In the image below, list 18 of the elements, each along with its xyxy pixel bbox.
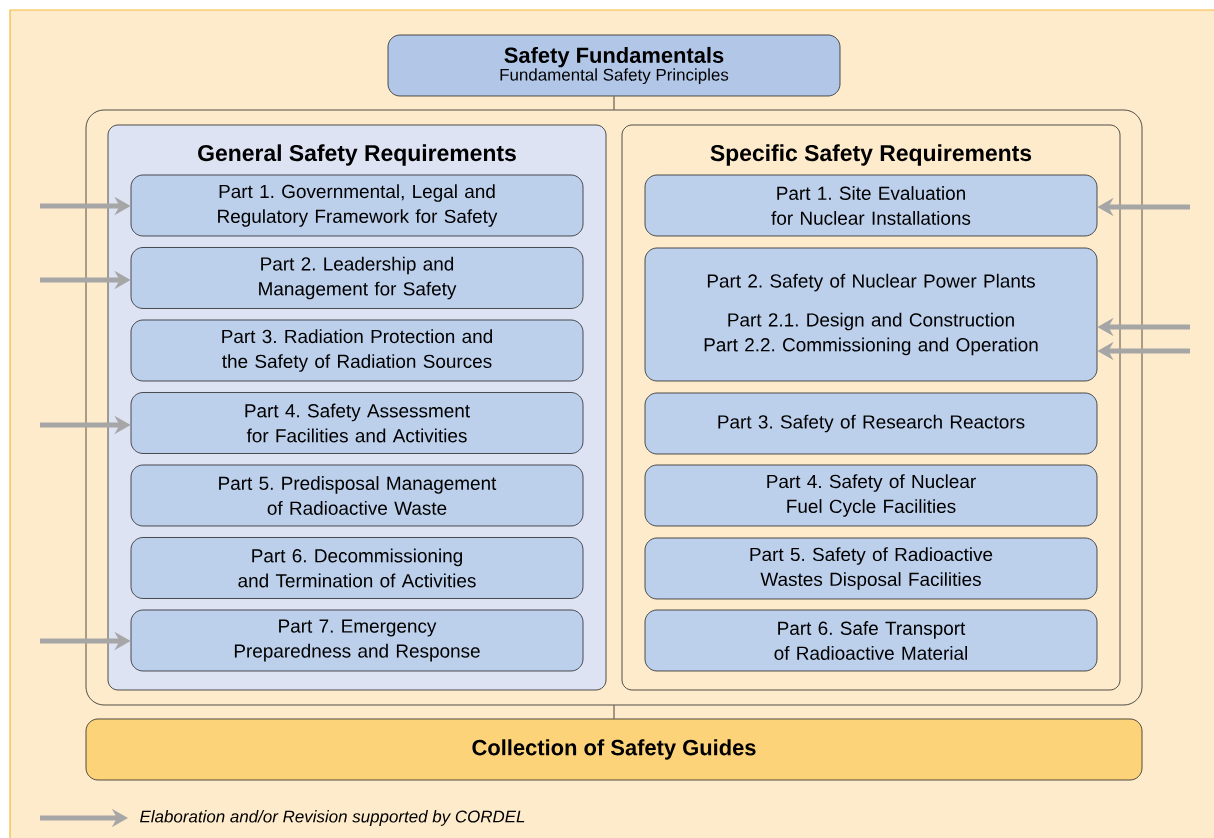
part-box: Part 5. Predisposal Management of Radioactive Waste (130, 464, 584, 527)
legend-text: Elaboration and/or Revision supported by CORDEL (140, 810, 525, 826)
guides-box: Collection of Safety Guides (85, 718, 1143, 781)
part-box: Part 1. Site Evaluation for Nuclear Installations (644, 174, 1098, 237)
part-box: Part 2. Safety of Nuclear Power Plants Part 2.1. Design and Construction Part 2.2. Commissioning and Operation (644, 247, 1098, 382)
part-box: Part 3. Radiation Protection and the Safety of Radiation Sources (130, 319, 584, 382)
connector-line (613, 96, 615, 110)
part-box: Part 3. Safety of Research Reactors (644, 392, 1098, 455)
heading-box: Safety Fundamentals Fundamental Safety Principles (387, 34, 841, 97)
part-box: Part 4. Safety Assessment for Facilities and Activities (130, 392, 584, 454)
part-box: Part 7. Emergency Preparedness and Response (130, 609, 584, 672)
part-box: Part 6. Decommissioning and Termination of Activities (130, 537, 584, 599)
part-box: Part 2. Leadership and Management for Safety (130, 247, 584, 309)
part-box: Part 4. Safety of Nuclear Fuel Cycle Facilities (644, 464, 1098, 527)
part-box: Part 1. Governmental, Legal and Regulatory Framework for Safety (130, 174, 584, 237)
part-box: Part 5. Safety of Radioactive Wastes Disposal Facilities (644, 537, 1098, 600)
part-box: Part 6. Safe Transport of Radioactive Material (644, 609, 1098, 672)
connector-line (613, 705, 615, 719)
